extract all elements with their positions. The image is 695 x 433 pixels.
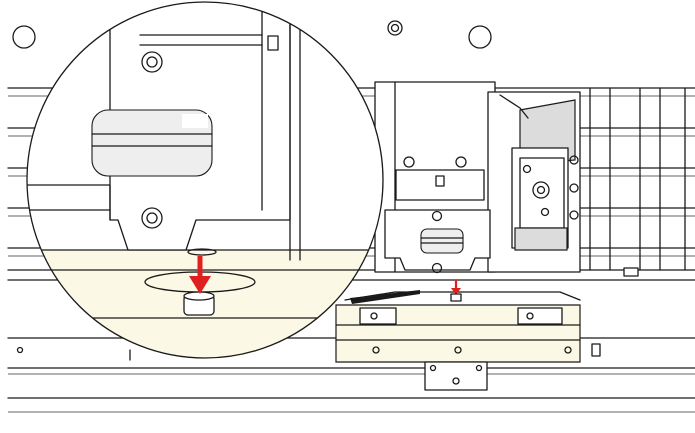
lens-grip-handle [91, 109, 213, 177]
red-down-arrow-icon [189, 256, 211, 294]
lens-top-screw [141, 51, 163, 73]
red-down-arrow-icon [450, 280, 462, 302]
base-plate [335, 304, 581, 391]
top-right-hole [468, 25, 492, 49]
magnifier-lens [26, 1, 384, 359]
lens-pin [183, 291, 215, 316]
carriage-assembly [344, 81, 581, 304]
lens-bottom-screw [141, 207, 163, 229]
top-screw [387, 20, 403, 36]
top-left-hole [12, 25, 36, 49]
